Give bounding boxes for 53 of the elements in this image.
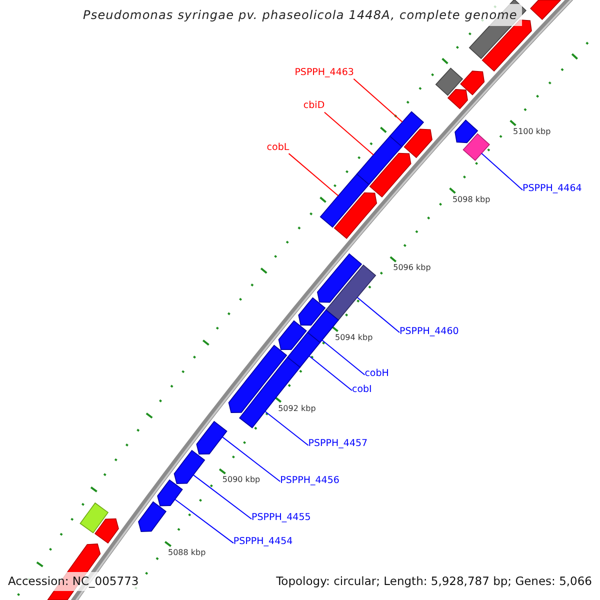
leader-line (481, 152, 524, 191)
leader-line (356, 296, 400, 333)
gene-label: PSPPH_4456 (280, 474, 340, 487)
gene-pentagon (369, 152, 412, 198)
gene-label: PSPPH_4454 (233, 536, 293, 548)
gene-label: cbiD (303, 100, 325, 112)
gene-bar (326, 264, 376, 321)
gene-bar (80, 502, 109, 534)
scale-label: 5100 kbp (513, 127, 551, 137)
gene-pentagon (316, 253, 362, 303)
gene-pentagon (530, 0, 562, 20)
leader-line (308, 355, 352, 392)
gene-label: cobI (352, 384, 372, 396)
gene-pentagon (460, 70, 485, 96)
scale-label: 5090 kbp (222, 475, 260, 486)
gene-label: PSPPH_4457 (308, 438, 368, 450)
scale-label: 5096 kbp (393, 263, 431, 274)
gene-pentagon (447, 89, 468, 110)
gene-bar (239, 356, 301, 428)
leader-line (174, 498, 234, 544)
gene-label: PSPPH_4460 (400, 326, 459, 338)
scale-label: 5092 kbp (278, 404, 316, 414)
gene-bar (435, 68, 464, 96)
gene-bar (389, 111, 424, 148)
leader-line (322, 340, 366, 376)
gene-pentagon (174, 450, 206, 484)
gene-bar (356, 136, 402, 186)
leader-line (288, 153, 339, 196)
leader-line (353, 78, 403, 122)
scale-label: 5094 kbp (335, 332, 373, 343)
gene-pentagon (196, 420, 228, 455)
leader-line (264, 410, 309, 446)
gene-pentagon (94, 518, 119, 544)
gene-pentagon (138, 501, 167, 532)
scale-label: 5088 kbp (168, 548, 206, 558)
gene-label: PSPPH_4464 (522, 183, 582, 196)
gene-pentagon (454, 120, 478, 144)
leader-line (192, 474, 252, 520)
gene-bar (320, 174, 370, 228)
gene-pentagon (278, 320, 307, 350)
gene-label: PSPPH_4455 (252, 512, 311, 524)
gene-label: PSPPH_4463 (294, 66, 354, 79)
gene-bar (287, 332, 321, 368)
gene-pentagon (404, 128, 432, 158)
gene-label: cobL (266, 142, 290, 154)
gene-bar (462, 133, 490, 161)
gene-pentagon (298, 297, 326, 326)
gene-pentagon (334, 192, 378, 239)
scale-label: 5098 kbp (452, 194, 490, 205)
leader-line (222, 436, 281, 482)
gene-pentagon (157, 479, 183, 506)
leader-line (324, 112, 374, 156)
gene-label: cobH (364, 368, 389, 380)
